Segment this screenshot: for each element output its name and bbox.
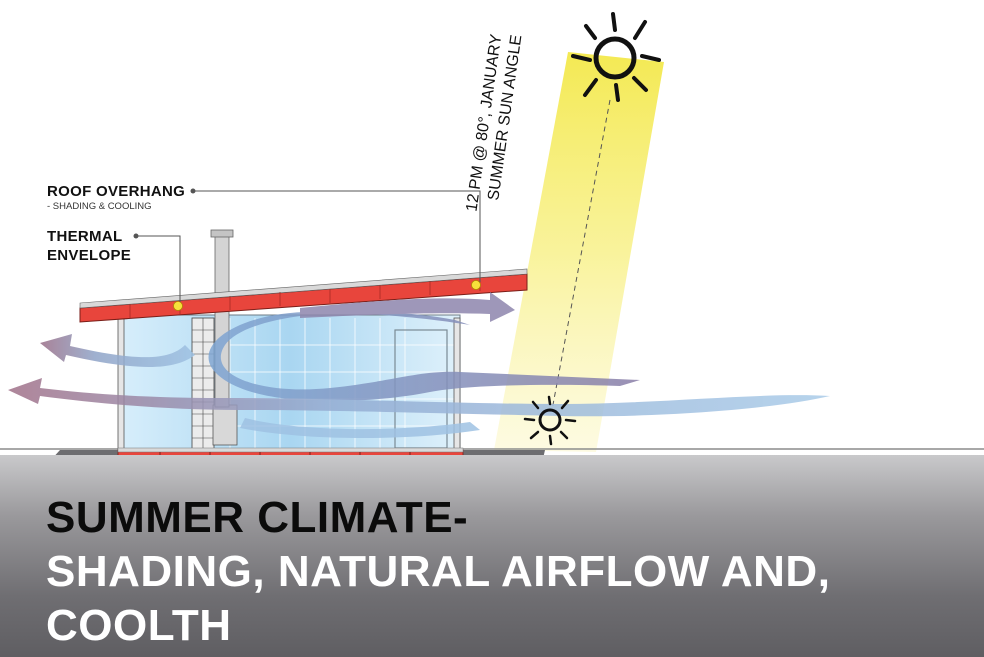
airflow-left-arrow-top <box>40 334 195 368</box>
banner-subtitle-line1: SHADING, NATURAL AIRFLOW AND, <box>46 547 831 596</box>
roof-insulation-marker-left <box>173 301 183 311</box>
callout-leaders <box>137 190 481 302</box>
roof-overhang-label: ROOF OVERHANG <box>47 183 186 200</box>
thermal-envelope-label-line2: ENVELOPE <box>47 247 132 264</box>
callout-dot-icon <box>190 188 196 194</box>
roof-insulation-marker-right <box>471 280 481 290</box>
airflow-upper-swirl <box>208 311 640 402</box>
airflow-return-swirl <box>240 418 480 439</box>
title-banner: SUMMER CLIMATE- SHADING, NATURAL AIRFLOW… <box>0 455 984 657</box>
airflow-arrows <box>8 292 830 439</box>
banner-title: SUMMER CLIMATE- <box>46 493 469 542</box>
banner-subtitle-line2: COOLTH <box>46 601 232 650</box>
airflow-long-lower <box>8 378 830 417</box>
callout-dot-icon <box>133 233 139 239</box>
sunbeam <box>494 52 664 452</box>
airflow-roof-arrow <box>300 292 515 322</box>
sun-icon <box>571 12 661 102</box>
thermal-envelope-label-line1: THERMAL <box>47 228 123 245</box>
roof-overhang-sublabel: - SHADING & COOLING <box>47 201 152 212</box>
small-sun-icon <box>523 395 577 446</box>
